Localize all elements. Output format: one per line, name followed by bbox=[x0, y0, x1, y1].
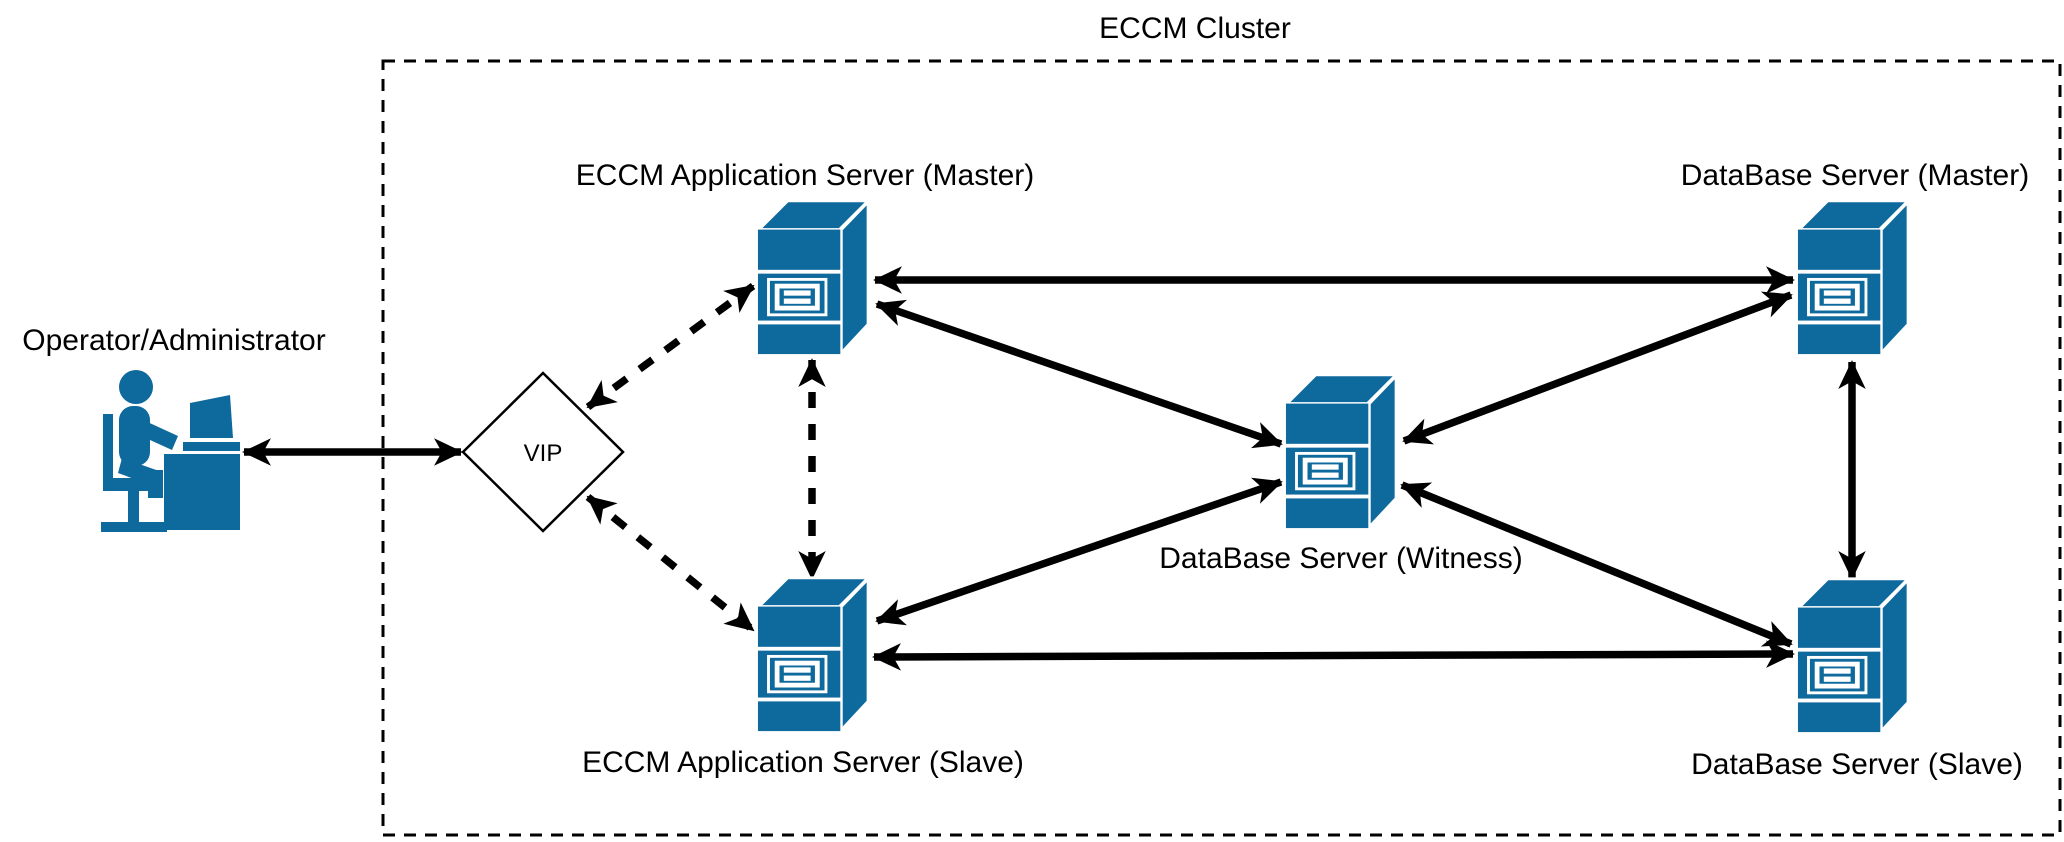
db-witness-server-icon bbox=[1286, 375, 1396, 528]
chair-base bbox=[101, 522, 167, 532]
cluster-title: ECCM Cluster bbox=[1099, 12, 1291, 45]
label-db-witness: DataBase Server (Witness) bbox=[1159, 542, 1522, 575]
label-db-master: DataBase Server (Master) bbox=[1681, 159, 2029, 192]
edge-app-slave-db-slave bbox=[872, 640, 1795, 671]
label-db-slave: DataBase Server (Slave) bbox=[1691, 748, 2023, 781]
edge-app-master-db-witness bbox=[875, 299, 1283, 449]
monitor-base bbox=[183, 442, 240, 451]
edge-db-witness-db-master bbox=[1402, 291, 1793, 445]
label-app-slave: ECCM Application Server (Slave) bbox=[582, 746, 1024, 779]
operator-arm bbox=[126, 414, 178, 450]
monitor-icon bbox=[190, 395, 233, 438]
label-vip: VIP bbox=[524, 440, 563, 467]
chair-seat bbox=[103, 478, 161, 491]
db-slave-server-icon bbox=[1798, 579, 1908, 732]
app-slave-server-icon bbox=[758, 578, 868, 731]
chair-back bbox=[103, 414, 113, 487]
operator-head bbox=[119, 370, 153, 404]
db-master-server-icon bbox=[1798, 201, 1908, 354]
edge-app-slave-db-witness bbox=[875, 477, 1283, 626]
app-master-server-icon bbox=[758, 201, 868, 354]
edge-vip-app-master bbox=[585, 282, 756, 411]
operator-at-desk-icon bbox=[101, 370, 240, 532]
edge-db-witness-db-slave bbox=[1400, 481, 1793, 648]
desk-tower bbox=[164, 454, 240, 530]
vip-node bbox=[461, 371, 625, 533]
chair-pedestal bbox=[128, 490, 139, 525]
label-app-master: ECCM Application Server (Master) bbox=[576, 159, 1034, 192]
edge-vip-app-slave bbox=[585, 494, 756, 633]
label-operator: Operator/Administrator bbox=[22, 324, 325, 357]
